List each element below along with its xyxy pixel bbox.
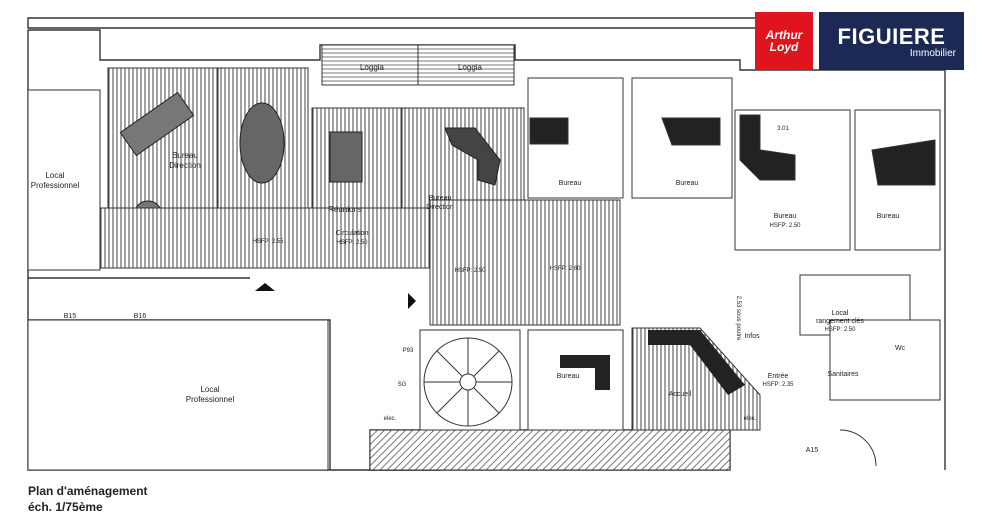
stair <box>419 329 521 431</box>
bureau-bottom-desk <box>560 355 610 390</box>
top-bureaus <box>527 77 941 251</box>
center-open-zone <box>429 199 621 326</box>
loggia-area <box>321 44 515 86</box>
label-bureau-c: Bureau <box>774 213 797 220</box>
label-bureau-direction-1a: Bureau <box>172 151 198 160</box>
label-b16: B16 <box>134 313 147 320</box>
figuiere-brand: FIGUIERE <box>837 23 946 49</box>
label-bureau-c-hsfp: HSFP: 2.50 <box>769 223 801 229</box>
circulation-zone <box>99 207 431 269</box>
accueil-zone <box>631 327 761 431</box>
local-pro-left-zone <box>27 89 101 271</box>
accueil-desk <box>648 330 745 395</box>
label-b15: B15 <box>64 313 77 320</box>
figuiere-subbrand: Immobilier <box>909 47 956 59</box>
oval-table <box>239 102 285 184</box>
label-local-pro-left-2: Professionnel <box>31 181 80 190</box>
plan-caption: Plan d'aménagement éch. 1/75ème <box>28 483 148 515</box>
entry-arrow-icon <box>408 293 416 309</box>
label-p93: P93 <box>403 348 414 354</box>
label-elec-1: elec. <box>384 416 397 422</box>
label-local-pro-bottom-2: Professionnel <box>186 395 235 404</box>
label-bureau-a: Bureau <box>559 180 582 187</box>
wc-zone <box>829 319 941 401</box>
label-accueil: Accueil <box>669 391 692 398</box>
north-arrow-icon <box>255 283 275 291</box>
label-bureau-e: Bureau <box>557 373 580 380</box>
label-entree-hsfp: HSFP: 2.35 <box>762 382 794 388</box>
label-bureau-direction-1b: Direction <box>169 161 201 170</box>
label-wc: Wc <box>895 345 906 352</box>
label-bureau-b: Bureau <box>676 180 699 187</box>
figuiere-logo: FIGUIERE Immobilier <box>819 12 964 70</box>
label-sg: SG <box>398 382 407 388</box>
local-pro-bottom-zone <box>27 319 329 471</box>
label-local-pro-bottom-1: Local <box>200 385 219 394</box>
label-circulation: Circulation <box>335 230 368 237</box>
label-bureau-direction-2b: Direction <box>426 204 454 211</box>
label-loggia-2: Loggia <box>458 63 483 72</box>
label-dim-253: 2,53 sous poutre <box>735 296 741 341</box>
label-bureau-direction-2a: Bureau <box>429 195 452 202</box>
label-hsfp-mid: HSFP: 2.50 <box>454 268 486 274</box>
label-entree: Entrée <box>768 373 789 380</box>
label-circulation-hsfp: HSFP: 2.50 <box>336 240 368 246</box>
arthur-loyd-logo: Arthur Loyd <box>755 12 813 70</box>
balcony <box>369 429 731 471</box>
caption-scale: éch. 1/75ème <box>28 500 103 514</box>
entry-door-icon <box>839 429 877 467</box>
label-reunions: Réunions <box>328 205 362 214</box>
label-bureau-d: Bureau <box>877 213 900 220</box>
label-dim-301: 3.01 <box>777 126 789 132</box>
label-local-rangement-1: Local <box>832 310 849 317</box>
curved-desk <box>444 127 501 186</box>
caption-title: Plan d'aménagement <box>28 484 148 498</box>
label-infos: Infos <box>744 333 760 340</box>
label-elec-2: elec. <box>744 416 757 422</box>
label-local-rangement-2: rangement clés <box>816 318 864 325</box>
label-hsfp-center: HSFP: 2.60 <box>549 266 581 272</box>
label-a15: A15 <box>806 447 819 454</box>
label-local-rangement-hsfp: HSFP: 2.50 <box>824 327 856 333</box>
desk <box>119 91 195 157</box>
label-loggia-1: Loggia <box>360 63 385 72</box>
label-local-pro-left-1: Local <box>45 171 64 180</box>
arthur-loyd-line1: Arthur <box>765 28 803 42</box>
label-hsfp-left: HSFP: 2.55 <box>252 239 284 245</box>
arthur-loyd-line2: Loyd <box>769 40 799 54</box>
label-sanitaires: Sanitaires <box>827 371 859 378</box>
meeting-table <box>329 131 363 183</box>
brand-logo: Arthur Loyd FIGUIERE Immobilier <box>755 12 964 70</box>
